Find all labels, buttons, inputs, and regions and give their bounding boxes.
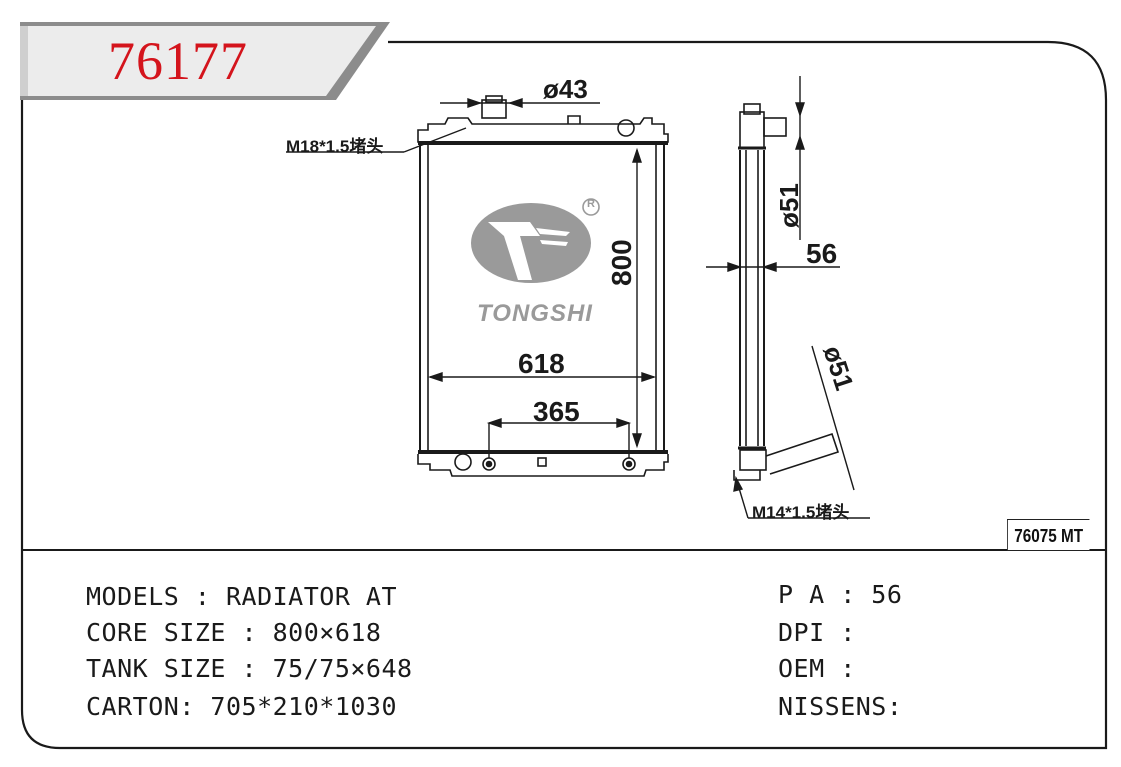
tongshi-logo — [471, 198, 600, 283]
part-number-banner — [20, 22, 390, 100]
registered-mark-icon: R — [587, 198, 595, 210]
dim-depth-label: 56 — [806, 238, 838, 269]
thread-top-label: M18*1.5堵头 — [286, 137, 384, 156]
dim-width-label: 618 — [518, 348, 565, 379]
radiator-side-view — [733, 103, 840, 481]
part-number-title: 76177 — [108, 31, 248, 91]
dim-height-label: 800 — [606, 239, 637, 286]
spec-models: MODELS : RADIATOR AT — [86, 582, 398, 611]
spec-tank-size: TANK SIZE : 75/75×648 — [86, 654, 413, 683]
front-dimensions — [286, 98, 657, 458]
dim-side-pipe-label: ø51 — [774, 183, 804, 228]
dim-top-pipe-label: ø43 — [543, 74, 588, 104]
spec-dpi: DPI : — [778, 618, 856, 647]
reference-code: 76075 MT — [1007, 519, 1090, 551]
sheet-border — [20, 40, 1108, 750]
spec-oem: OEM : — [778, 654, 856, 683]
thread-bottom-label: M14*1.5堵头 — [752, 503, 850, 522]
logo-brand-text: TONGSHI — [477, 300, 593, 327]
radiator-front-view — [417, 95, 669, 477]
spec-pa: P A : 56 — [778, 580, 903, 609]
dim-inner-width-label: 365 — [533, 396, 580, 427]
spec-carton: CARTON: 705*210*1030 — [86, 692, 398, 721]
side-dimensions — [706, 76, 870, 519]
spec-nissens: NISSENS: — [778, 692, 903, 721]
spec-core-size: CORE SIZE : 800×618 — [86, 618, 382, 647]
